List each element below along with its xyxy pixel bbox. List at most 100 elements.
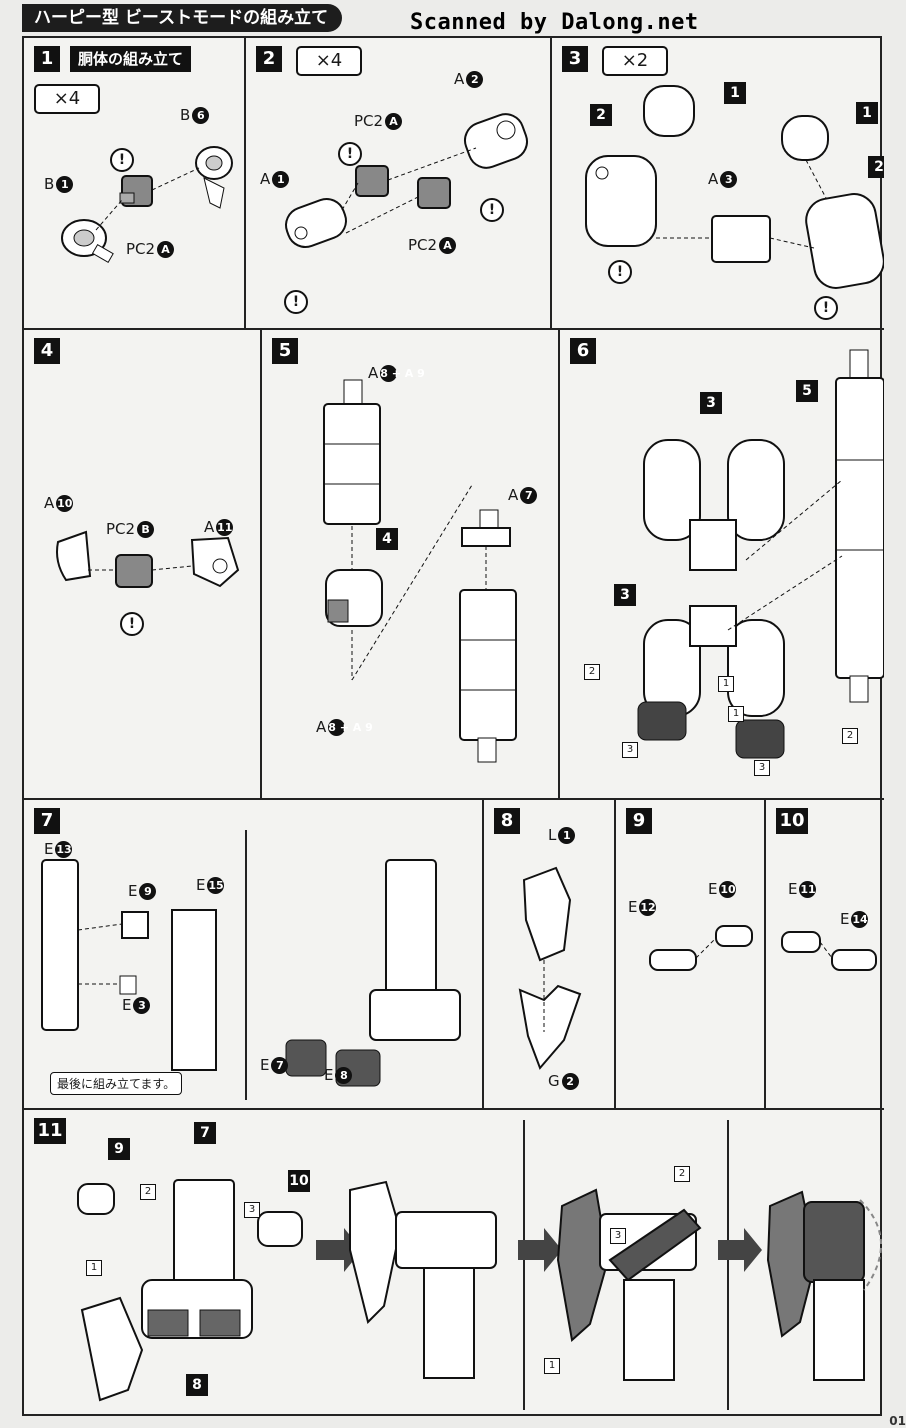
part-illustration [61,146,233,264]
step-number: 11 [34,1118,66,1144]
multiplier-badge: ×4 [34,84,100,114]
caution-icon: ! [608,260,632,284]
sequence-marker: 2 [140,1184,156,1200]
caution-icon: ! [814,296,838,320]
step-number: 10 [776,808,808,834]
step-number: 5 [272,338,298,364]
step-number: 9 [626,808,652,834]
sequence-marker: 1 [86,1260,102,1276]
sub-assembly-ref: 1 [724,82,746,104]
part-illustration [323,379,517,763]
sequence-marker: 1 [544,1358,560,1374]
sub-assembly-ref: 8 [186,1374,208,1396]
part-illustration [285,113,528,248]
part-illustration [637,349,884,759]
assembly-note: 最後に組み立てます。 [50,1072,183,1095]
part-illustration [518,866,582,1070]
step-6-panel: 6 3 5 3 1 2 3 1 2 3 [560,330,884,800]
sub-assembly-ref: 2 [868,156,884,178]
sequence-marker: 1 [728,706,744,722]
sequence-marker: 3 [754,760,770,776]
multiplier-badge: ×2 [602,46,668,76]
page-number: 01 [889,1414,906,1428]
sub-assembly-ref: 4 [376,528,398,550]
sequence-marker: 3 [622,742,638,758]
sub-assembly-ref: 2 [590,104,612,126]
part-illustration [649,925,753,971]
step-number: 7 [34,808,60,834]
sequence-marker: 3 [244,1202,260,1218]
step-title: 胴体の組み立て [70,46,192,72]
scanner-watermark: Scanned by Dalong.net [410,10,699,35]
part-illustration [781,931,877,971]
sub-assembly-ref: 3 [614,584,636,606]
sub-assembly-ref: 5 [796,380,818,402]
step-number: 6 [570,338,596,364]
page-title: ハーピー型 ビーストモードの組み立て [22,4,343,32]
step-number: 4 [34,338,60,364]
sub-assembly-ref: 3 [700,392,722,414]
page-header: ハーピー型 ビーストモードの組み立て Scanned by Dalong.net [22,4,882,35]
step-number: 2 [256,46,282,72]
step-number: 3 [562,46,588,72]
sequence-marker: 3 [610,1228,626,1244]
caution-icon: ! [110,148,134,172]
sequence-marker: 2 [842,728,858,744]
caution-icon: ! [338,142,362,166]
step-number: 8 [494,808,520,834]
sub-assembly-ref: 7 [194,1122,216,1144]
step-number: 1 [34,46,60,72]
caution-icon: ! [480,198,504,222]
sub-assembly-ref: 10 [288,1170,310,1192]
part-illustration [585,85,884,289]
sub-assembly-ref: 1 [856,102,878,124]
sub-assembly-ref: 9 [108,1138,130,1160]
step-11-panel: 11 9 7 10 8 [24,1110,884,1418]
multiplier-badge: ×4 [296,46,362,76]
caution-icon: ! [284,290,308,314]
sequence-marker: 2 [674,1166,690,1182]
sequence-marker: 2 [584,664,600,680]
part-illustration [77,1120,883,1410]
part-illustration [41,830,461,1100]
sequence-marker: 1 [718,676,734,692]
part-illustration [56,530,240,588]
caution-icon: ! [120,612,144,636]
